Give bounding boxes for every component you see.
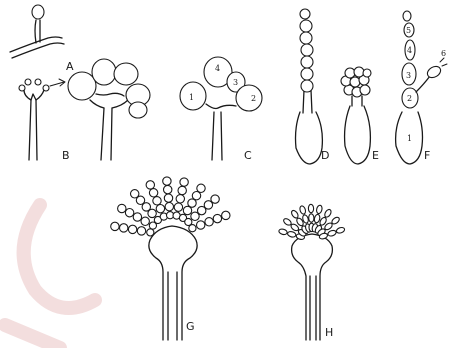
phialide [287,231,296,238]
panel-d-label: D [321,149,329,162]
conidium [165,203,173,211]
conidium [197,184,205,192]
conidium [163,177,171,185]
phialide [290,209,299,219]
panel-b-label: B [62,149,70,162]
phialide [327,229,337,237]
conidium [128,225,136,233]
spore-number-f2: 2 [407,94,412,103]
conidium [133,213,141,221]
phialide [299,205,307,215]
panel-b-large-drawing [68,59,150,160]
conidium [146,181,154,189]
conidium [180,178,188,186]
panel-c-label: C [244,149,252,162]
conidium [213,214,221,222]
panel-b-small-drawing [19,79,49,160]
conidium [147,229,154,236]
conidium [125,209,133,217]
conidium [153,197,161,205]
spore-number-f1: 1 [407,134,412,143]
conidium [141,217,149,225]
conidium [164,185,172,193]
phialide [278,228,287,235]
panel-e-label: E [372,149,379,162]
spore-number-f3: 3 [406,71,411,80]
panel-c-drawing: 1 2 3 4 [180,57,262,160]
conidium [137,227,145,235]
conidium [118,204,126,212]
conidium [205,218,213,226]
conidium [176,195,184,203]
panel-e-drawing [341,67,371,164]
conidium [189,225,196,232]
panel-h-phialide-cluster [278,204,345,240]
phialide [331,216,341,225]
conidium [211,195,219,203]
conidium [164,194,172,202]
watermark [5,205,95,348]
phialide [323,208,332,218]
panel-f-drawing: 1 2 3 4 5 6 [396,11,447,164]
spore-number-2: 2 [251,94,256,103]
conidium [174,203,182,211]
conidium [178,186,186,194]
phialide [308,204,313,213]
conidium [156,205,164,213]
spore-number-f4: 4 [407,46,412,55]
conidium [111,222,119,230]
spore-number-3: 3 [233,78,238,87]
phialide [316,205,323,214]
spore-number-f6: 6 [441,49,446,58]
conidium [222,211,230,219]
panel-f-label: F [424,149,430,162]
conidium [131,190,139,198]
spore-number-1: 1 [189,93,194,102]
conidium [120,224,128,232]
panel-h-drawing [278,204,345,340]
phialide [336,227,346,235]
panel-a-label: A [66,60,74,73]
conidium [149,189,157,197]
panel-g-label: G [186,320,195,333]
spore-number-f5: 5 [406,26,411,35]
panel-h-label: H [325,326,333,339]
panel-d-drawing [296,9,323,164]
conidium [197,221,205,229]
phialide [282,217,292,226]
panel-g-spore-chains [111,177,230,236]
spore-number-4: 4 [215,64,220,73]
panel-a-drawing [10,5,64,58]
arrow-icon [50,79,65,86]
phialide [309,214,314,223]
panel-g-drawing [111,177,230,340]
